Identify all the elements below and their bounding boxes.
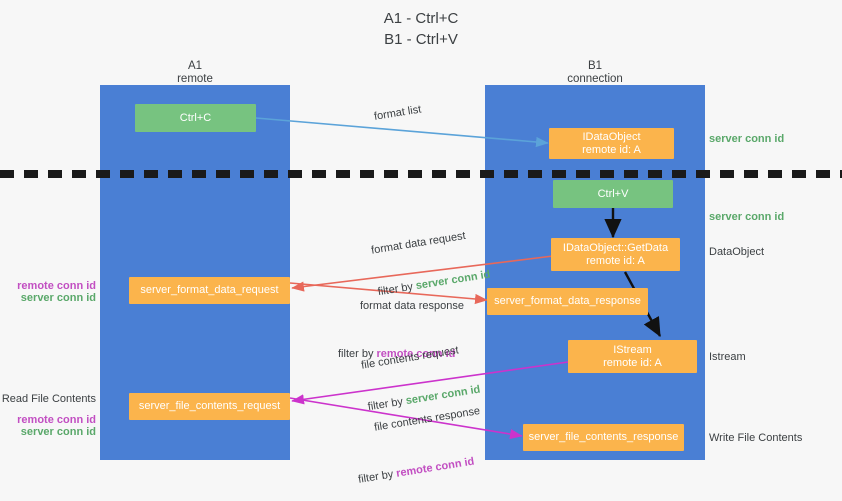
node-server-file-contents-request[interactable]: server_file_contents_request	[129, 393, 290, 420]
filter-value-remote-conn-id: remote conn id	[395, 455, 476, 480]
filter-prefix: filter by	[357, 467, 398, 486]
edge-label-format-data-response-text: format data response	[360, 300, 464, 312]
edge-label-format-list: format list	[373, 103, 423, 123]
diagram-canvas: A1 - Ctrl+C B1 - Ctrl+V A1 remote B1 con…	[0, 10, 842, 486]
annotation-server-conn-id-top: server conn id	[709, 133, 785, 145]
annotation-server-conn-id-lower: server conn id	[20, 426, 96, 438]
annotation-dataobject: DataObject	[709, 246, 765, 258]
edge-label-format-data-response-filter: filter by remote conn id	[338, 333, 464, 361]
lane-header-b1: B1 connection	[567, 60, 623, 85]
lane-header-a1: A1 remote	[177, 60, 213, 85]
node-idataobject[interactable]: IDataObject remote id: A	[549, 128, 674, 159]
phase-divider	[0, 170, 842, 178]
annotation-write-file-contents: Write File Contents	[709, 432, 803, 444]
annotation-server-conn-id-second: server conn id	[709, 211, 785, 223]
node-idataobject-getdata[interactable]: IDataObject::GetData remote id: A	[551, 238, 680, 271]
annotation-remote-conn-id-upper: remote conn id	[17, 280, 96, 292]
edge-label-format-data-request-text: format data request	[370, 229, 467, 257]
edge-label-file-contents-response: file contents response filter by remote …	[357, 390, 491, 497]
edge-label-file-contents-response-filter: filter by remote conn id	[355, 439, 489, 487]
node-ctrl-c[interactable]: Ctrl+C	[135, 104, 256, 132]
page-title: A1 - Ctrl+C B1 - Ctrl+V	[383, 10, 459, 48]
edge-label-format-data-response: format data response filter by remote co…	[338, 285, 464, 375]
node-server-format-data-request[interactable]: server_format_data_request	[129, 277, 290, 304]
annotation-read-file-contents: Read File Contents	[1, 393, 96, 405]
filter-prefix: filter by	[338, 348, 377, 360]
annotation-istream: Istream	[709, 351, 746, 363]
edge-label-file-contents-request-text: file contents request	[360, 344, 460, 372]
node-server-format-data-response[interactable]: server_format_data_response	[487, 288, 648, 315]
edge-label-file-contents-response-text: file contents response	[373, 405, 481, 434]
node-istream[interactable]: IStream remote id: A	[568, 340, 697, 373]
node-ctrl-v[interactable]: Ctrl+V	[553, 180, 673, 208]
annotation-server-conn-id-upper: server conn id	[20, 292, 96, 304]
annotation-remote-conn-id-lower: remote conn id	[17, 414, 96, 426]
node-server-file-contents-response[interactable]: server_file_contents_response	[523, 424, 684, 451]
filter-value-remote-conn-id: remote conn id	[376, 348, 456, 360]
